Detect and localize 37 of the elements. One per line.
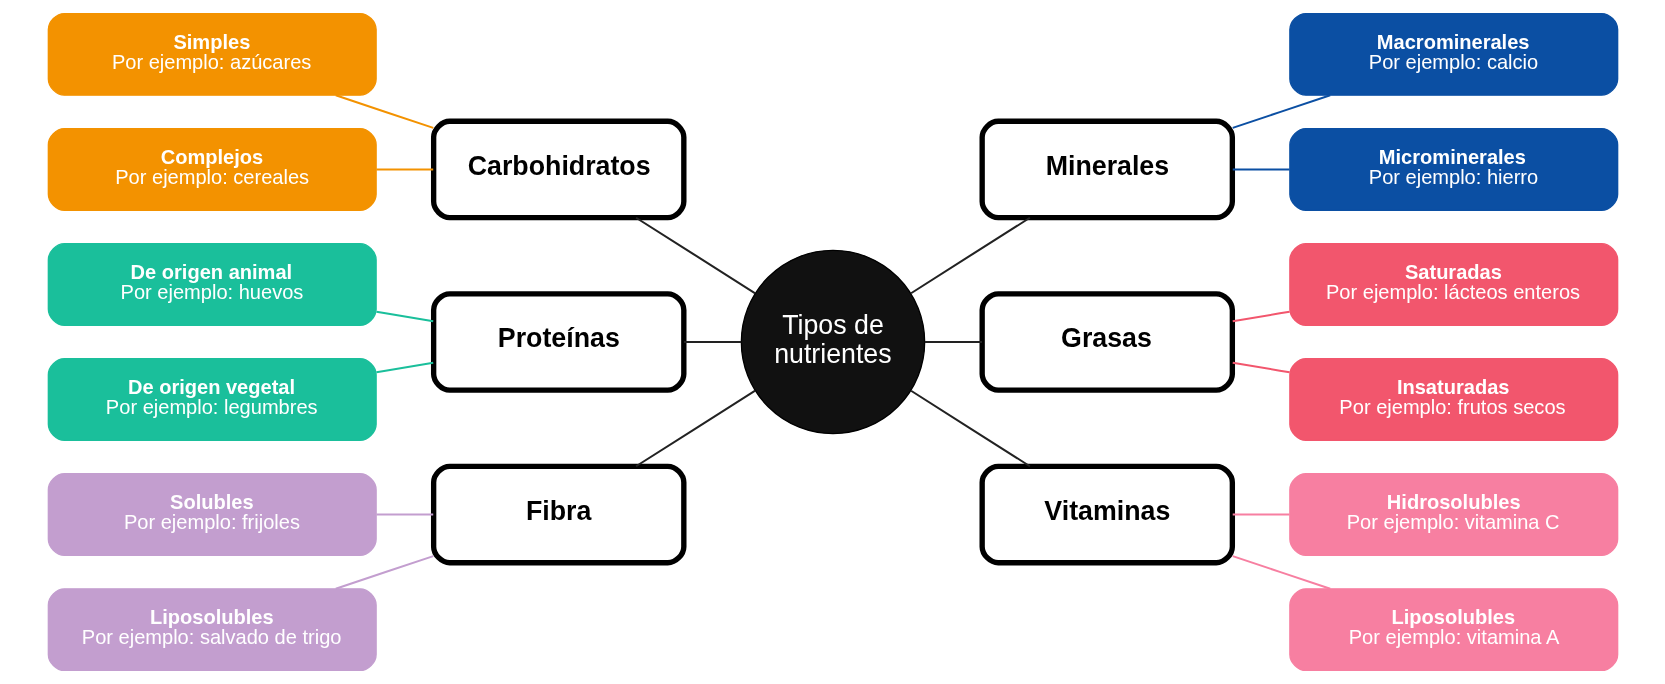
connector [1231,555,1331,590]
connector [1232,310,1290,323]
node-box: Liposolubles Por ejemplo: salvado de trigo [47,588,377,672]
node-box: Simples Por ejemplo: azúcares [47,12,377,96]
node-box: Grasas [979,291,1235,393]
node-box: Vitaminas [979,463,1235,566]
connector [375,361,433,374]
node-box: Liposolubles Por ejemplo: vitamina A [1288,588,1618,672]
node-box: Solubles Por ejemplo: frijoles [47,473,377,557]
node-circle: Tipos de nutrientes [740,249,925,435]
connector [635,389,756,468]
connector [334,555,434,590]
connector [924,341,982,343]
connector [375,513,433,516]
connector [334,94,434,129]
connector [910,389,1030,468]
node-box: Complejos Por ejemplo: cereales [47,127,377,211]
node-box: Saturadas Por ejemplo: lácteos enteros [1288,243,1618,326]
node-box: Microminerales Por ejemplo: hierro [1288,127,1618,211]
node-box: Proteínas [430,291,686,393]
node-box: Hidrosolubles Por ejemplo: vitamina C [1288,473,1618,557]
connector [375,310,433,323]
connector [1232,361,1290,374]
connector [1231,94,1331,129]
connector [683,341,741,343]
node-box: Minerales [979,118,1235,221]
node-box: Insaturadas Por ejemplo: frutos secos [1288,358,1618,441]
node-box: Macrominerales Por ejemplo: calcio [1288,12,1618,96]
connector [635,216,756,295]
connector [1232,513,1290,516]
node-box: De origen animal Por ejemplo: huevos [47,243,377,326]
node-box: De origen vegetal Por ejemplo: legumbres [47,358,377,441]
connector [910,216,1030,295]
connector [1232,168,1290,171]
connector [375,168,433,171]
node-box: Carbohidratos [430,118,686,221]
node-box: Fibra [430,463,686,566]
